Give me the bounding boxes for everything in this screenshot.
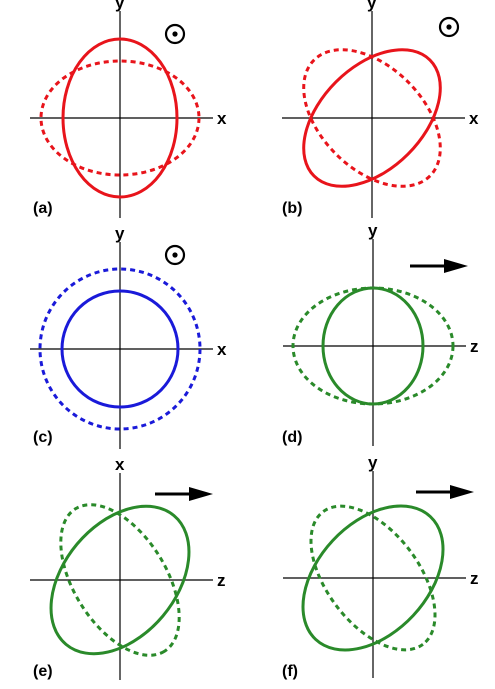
vertical-axis-label: y bbox=[368, 453, 378, 472]
solid-polarization-ellipse bbox=[49, 504, 191, 656]
panel-label: (a) bbox=[33, 200, 53, 217]
horizontal-axis-label: z bbox=[217, 571, 226, 590]
horizontal-axis-label: x bbox=[469, 109, 479, 128]
horizontal-axis-label: z bbox=[470, 337, 479, 356]
vertical-axis-label: y bbox=[367, 0, 377, 12]
propagation-arrow-icon bbox=[155, 487, 213, 501]
panel-a: x y (a) bbox=[30, 0, 227, 218]
dashed-polarization-ellipse bbox=[302, 48, 442, 188]
panel-b: x y (b) bbox=[282, 0, 479, 218]
panel-e: z x (e) bbox=[30, 455, 226, 680]
horizontal-axis-label: x bbox=[217, 109, 227, 128]
out-of-plane-dot-icon bbox=[438, 16, 460, 38]
horizontal-axis-label: z bbox=[470, 569, 479, 588]
panel-f: z y (f) bbox=[282, 453, 479, 680]
vertical-axis-label: y bbox=[368, 221, 378, 240]
solid-polarization-ellipse bbox=[301, 504, 445, 652]
solid-polarization-ellipse bbox=[302, 48, 442, 188]
solid-polarization-ellipse bbox=[321, 286, 425, 406]
panel-label: (d) bbox=[282, 429, 302, 446]
out-of-plane-dot-icon bbox=[164, 244, 186, 266]
dashed-polarization-ellipse bbox=[309, 504, 437, 652]
panel-label: (e) bbox=[33, 663, 53, 680]
out-of-plane-dot-icon bbox=[164, 23, 186, 45]
panel-label: (f) bbox=[282, 663, 298, 680]
dashed-polarization-ellipse bbox=[39, 59, 201, 177]
panel-c: x y (c) bbox=[30, 224, 227, 449]
horizontal-axis-label: x bbox=[217, 340, 227, 359]
solid-polarization-ellipse bbox=[60, 289, 180, 409]
panel-label: (c) bbox=[33, 429, 53, 446]
panel-label: (b) bbox=[282, 200, 302, 217]
dashed-polarization-ellipse bbox=[59, 503, 181, 657]
solid-polarization-ellipse bbox=[61, 37, 179, 199]
vertical-axis-label: y bbox=[115, 0, 125, 12]
panel-d: z y (d) bbox=[282, 221, 479, 446]
propagation-arrow-icon bbox=[416, 485, 474, 499]
dashed-polarization-ellipse bbox=[38, 267, 202, 431]
vertical-axis-label: y bbox=[115, 224, 125, 243]
vertical-axis-label: x bbox=[115, 455, 125, 474]
propagation-arrow-icon bbox=[410, 259, 468, 273]
